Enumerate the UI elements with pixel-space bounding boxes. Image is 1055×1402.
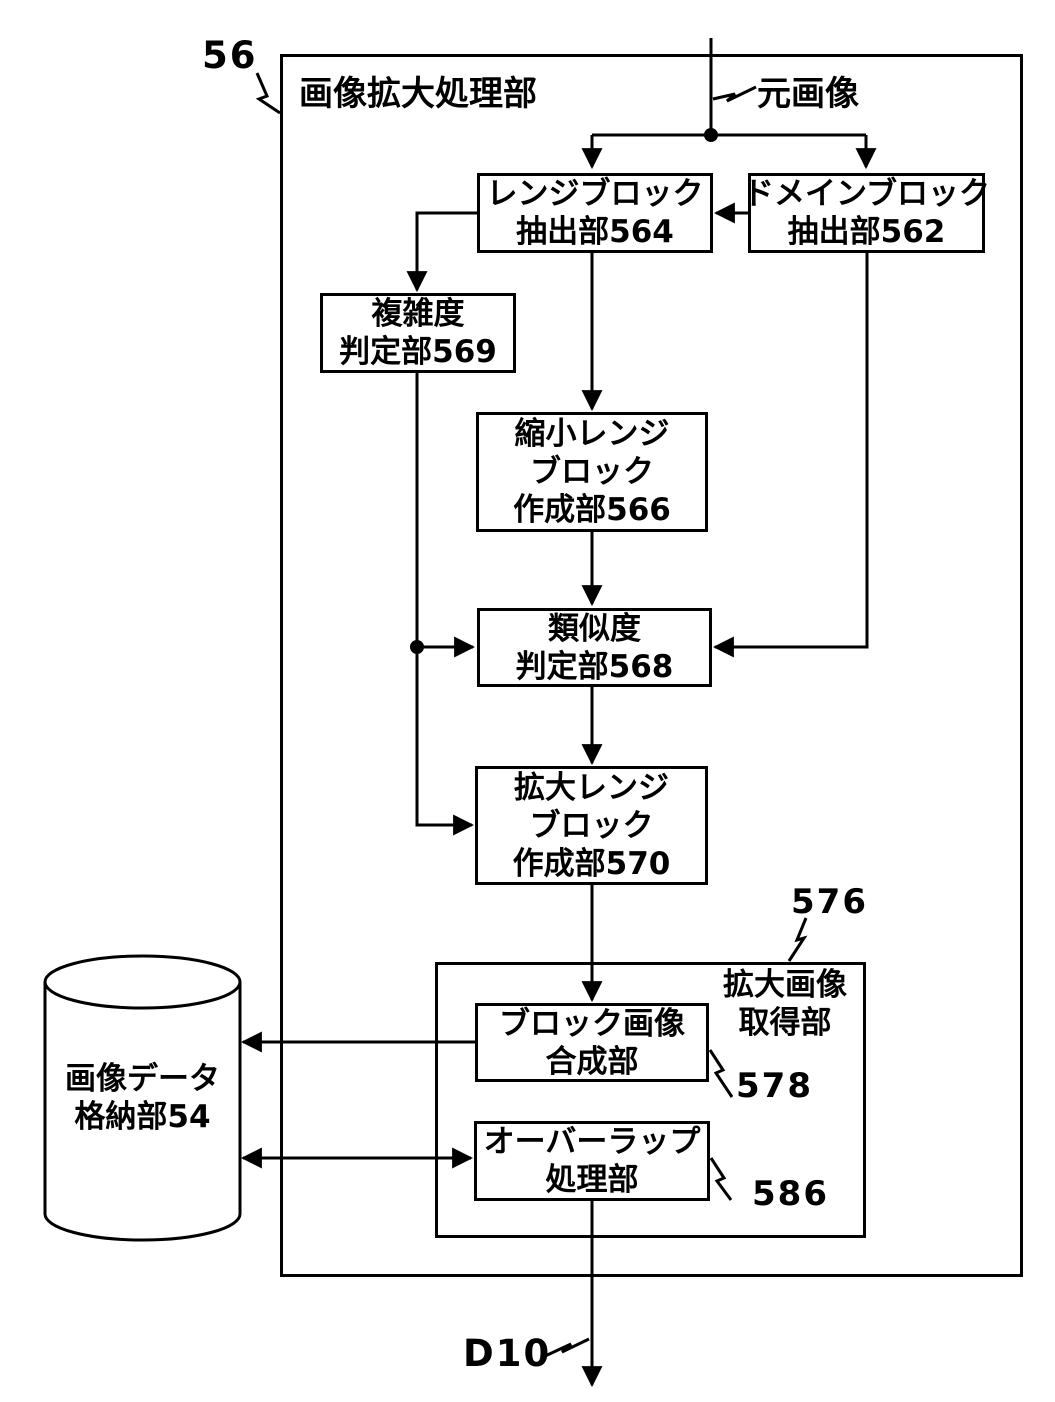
caption-line: 画像データ [65,1061,220,1097]
box-label-line: ブロック画像 [499,1005,685,1042]
box-label-line: 判定部569 [339,334,497,370]
box-label-line: オーバーラップ [483,1124,701,1160]
box-label-line: 処理部 [545,1162,639,1198]
inner-frame-enlarged-image-acquisition [435,962,866,1238]
outer-frame-image-enlargement-unit [280,54,1023,1277]
box-label-line: 類似度 [548,610,641,647]
storage-cylinder-shape [43,954,242,1242]
ref-label-586: 586 [752,1174,829,1214]
input-label-original-image: 元画像 [757,74,859,114]
inner-frame-caption-enlarged-image-acquisition: 拡大画像 取得部 [705,966,865,1042]
box-domain-block-extract-562: ドメインブロック 抽出部562 [743,173,990,253]
complexity-branch-line [415,373,475,836]
box-overlap-processing-586: オーバーラップ 処理部 [474,1121,710,1201]
box-label-line: 作成部566 [513,492,671,528]
box-label-line: 縮小レンジ [514,416,670,452]
box-label-line: 拡大レンジ [514,769,669,806]
arrow-domain-to-similarity [712,253,869,658]
box-label-line: 判定部568 [515,648,674,685]
box-label-line: 抽出部562 [787,214,946,250]
ref-lead-input [712,85,757,103]
junction-dot-input-split [704,128,718,142]
ref-lead-56 [255,72,281,115]
storage-cylinder-caption: 画像データ 格納部54 [45,1060,240,1136]
ref-label-576: 576 [791,882,868,922]
junction-dot-complexity-branch [410,640,424,654]
caption-line: 格納部54 [74,1099,211,1135]
box-range-block-extract-564: レンジブロック 抽出部564 [477,173,713,253]
arrow-range-extract-to-complexity [406,211,477,293]
box-label-line: レンジブロック [486,176,704,212]
box-reduced-range-block-create-566: 縮小レンジ ブロック 作成部566 [476,412,708,532]
box-label-line: 複雑度 [371,296,465,332]
ref-lead-578 [708,1049,734,1098]
box-label-line: 作成部570 [512,845,671,882]
box-label-line: 抽出部564 [516,214,674,250]
ref-label-578: 578 [736,1066,813,1106]
ref-lead-d10 [542,1337,590,1359]
box-similarity-judge-568: 類似度 判定部568 [477,608,712,687]
ref-lead-586 [709,1157,733,1201]
caption-line: 拡大画像 [723,967,847,1003]
box-complexity-judge-569: 複雑度 判定部569 [320,293,516,373]
box-label-line: ドメインブロック [742,176,991,212]
box-block-image-synthesis-578: ブロック画像 合成部 [475,1003,709,1082]
ref-lead-576 [787,917,808,962]
box-label-line: ブロック [530,454,654,490]
caption-line: 取得部 [738,1005,832,1041]
output-label-d10: D10 [463,1332,552,1375]
outer-frame-title: 画像拡大処理部 [299,74,537,114]
box-label-line: 合成部 [545,1043,639,1080]
box-label-line: ブロック [529,807,654,844]
box-enlarged-range-block-create-570: 拡大レンジ ブロック 作成部570 [475,766,708,885]
figure-ref-56: 56 [202,34,258,77]
